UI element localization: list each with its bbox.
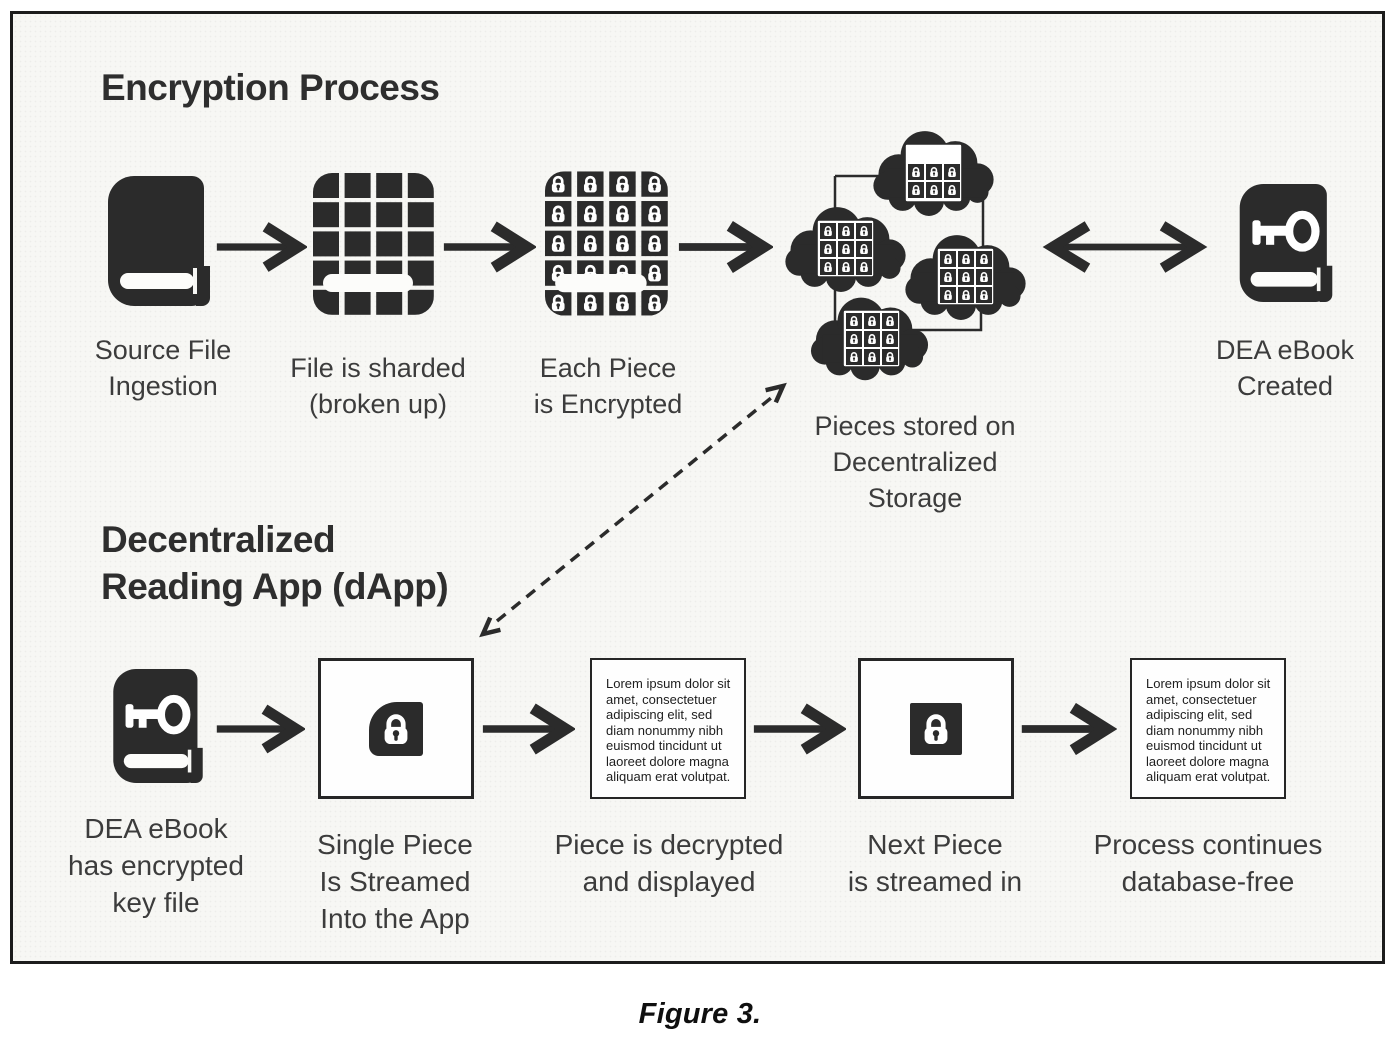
continues-page-box: Lorem ipsum dolor sit amet, consectetuer… xyxy=(1130,658,1286,799)
key-glyph xyxy=(1252,210,1320,252)
dea-ebook-key-icon xyxy=(113,669,203,783)
next-piece-lock-icon xyxy=(910,702,962,755)
single-piece-box xyxy=(318,658,474,799)
step-label-continues: Process continues database-free xyxy=(1093,829,1323,897)
encryption-process-title: Encryption Process xyxy=(101,67,440,108)
reader-page-text: Lorem ipsum dolor sit amet, consectetuer… xyxy=(1146,675,1271,785)
step-label-ebook-created: DEA eBook Created xyxy=(1215,335,1355,401)
right-arrow-icon xyxy=(216,704,305,754)
decentralized-storage-cloud-cluster-icon xyxy=(785,131,1026,381)
right-arrow-icon xyxy=(1021,703,1117,755)
sharded-file-icon xyxy=(313,173,434,315)
step-label-encrypted: Each Piece is Encrypted xyxy=(533,353,683,419)
step-label-sharded: File is sharded (broken up) xyxy=(290,353,466,419)
dea-ebook-key-icon xyxy=(1239,184,1333,302)
step-label-single-piece: Single Piece Is Streamed Into the App xyxy=(317,829,473,934)
right-arrow-icon xyxy=(443,221,536,273)
step-label-decrypted: Piece is decrypted and displayed xyxy=(554,829,784,897)
right-arrow-icon xyxy=(678,221,773,273)
key-glyph xyxy=(125,694,191,735)
step-label-next-piece: Next Piece is streamed in xyxy=(847,829,1023,897)
double-arrow-icon xyxy=(1042,221,1208,273)
diagram-frame: Encryption Process xyxy=(10,11,1385,964)
step-label-source-file: Source File Ingestion xyxy=(94,335,232,401)
right-arrow-icon xyxy=(216,222,307,272)
single-piece-lock-icon xyxy=(369,701,423,756)
step-label-storage: Pieces stored on Decentralized Storage xyxy=(814,411,1016,513)
step-label-key-file: DEA eBook has encrypted key file xyxy=(68,813,244,918)
source-file-book-icon xyxy=(108,176,210,306)
next-piece-box xyxy=(858,658,1014,799)
dashed-retrieval-arrow-icon xyxy=(479,382,787,638)
decrypted-page-box: Lorem ipsum dolor sit amet, consectetuer… xyxy=(590,658,746,799)
right-arrow-icon xyxy=(482,703,575,755)
right-arrow-icon xyxy=(753,703,846,755)
encrypted-pieces-icon xyxy=(545,171,668,316)
figure-caption: Figure 3. xyxy=(638,998,762,1030)
dapp-title: Decentralized Reading App (dApp) xyxy=(101,519,449,608)
reader-page-text: Lorem ipsum dolor sit amet, consectetuer… xyxy=(606,675,731,785)
